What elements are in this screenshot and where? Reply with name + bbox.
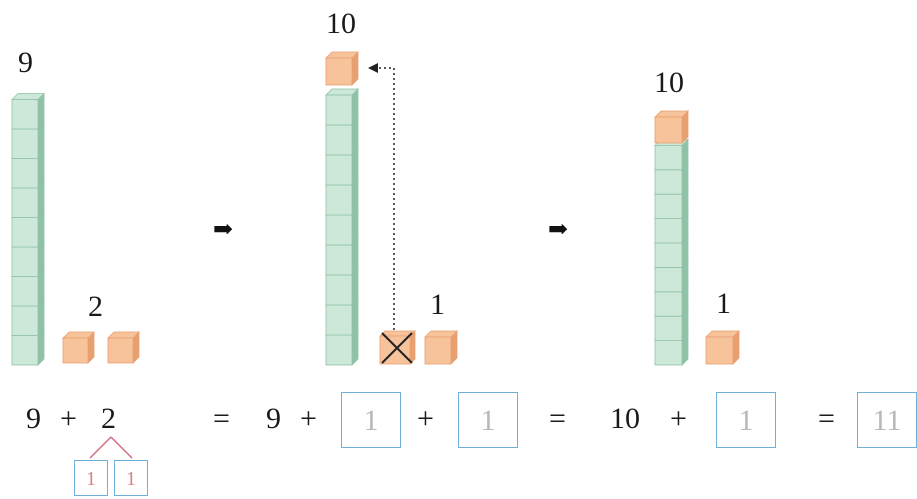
moved-orange-cube: [325, 51, 359, 86]
eq-equals: =: [213, 402, 230, 435]
green-cube: [325, 88, 359, 126]
stage3-tens-label: 10: [654, 66, 684, 99]
stage1-ones-label: 2: [88, 290, 103, 323]
green-cube: [11, 210, 45, 248]
right-arrow-icon: ➡: [213, 217, 234, 243]
eq-plus: +: [417, 402, 434, 435]
eq-plus: +: [300, 402, 317, 435]
split-answer-box[interactable]: 1: [74, 460, 108, 496]
cube-layer: [11, 51, 740, 366]
eq-equals: =: [549, 402, 566, 435]
orange-cube: [424, 330, 458, 365]
stage1-tens-label: 9: [18, 46, 33, 79]
stage2-tens-label: 10: [326, 7, 356, 40]
answer-box[interactable]: 1: [458, 392, 518, 448]
stage2-ones-label: 1: [430, 288, 445, 321]
result-answer-box[interactable]: 11: [857, 392, 917, 448]
orange-cube: [705, 330, 740, 365]
split-lines: [89, 436, 133, 459]
stage3-ones-label: 1: [716, 287, 731, 320]
right-arrow-icon: ➡: [548, 217, 569, 243]
green-cube: [654, 138, 689, 171]
split-answer-box[interactable]: 1: [114, 460, 148, 496]
cross-mark-icon: [381, 332, 413, 364]
answer-box[interactable]: 1: [716, 392, 776, 448]
dotted-move-arrow-icon: [368, 63, 395, 330]
green-cube: [654, 187, 689, 220]
eq-equals: =: [818, 402, 835, 435]
orange-cube: [107, 331, 140, 364]
eq-plus: +: [60, 402, 77, 435]
eq-term-10: 10: [610, 402, 640, 435]
eq-plus: +: [670, 402, 687, 435]
green-cube: [11, 92, 45, 130]
eq-term-9: 9: [26, 402, 41, 435]
eq-term-9: 9: [266, 402, 281, 435]
eq-term-2: 2: [101, 402, 116, 435]
top-orange-cube: [654, 110, 689, 144]
orange-cube: [62, 331, 95, 364]
answer-box[interactable]: 1: [341, 392, 401, 448]
